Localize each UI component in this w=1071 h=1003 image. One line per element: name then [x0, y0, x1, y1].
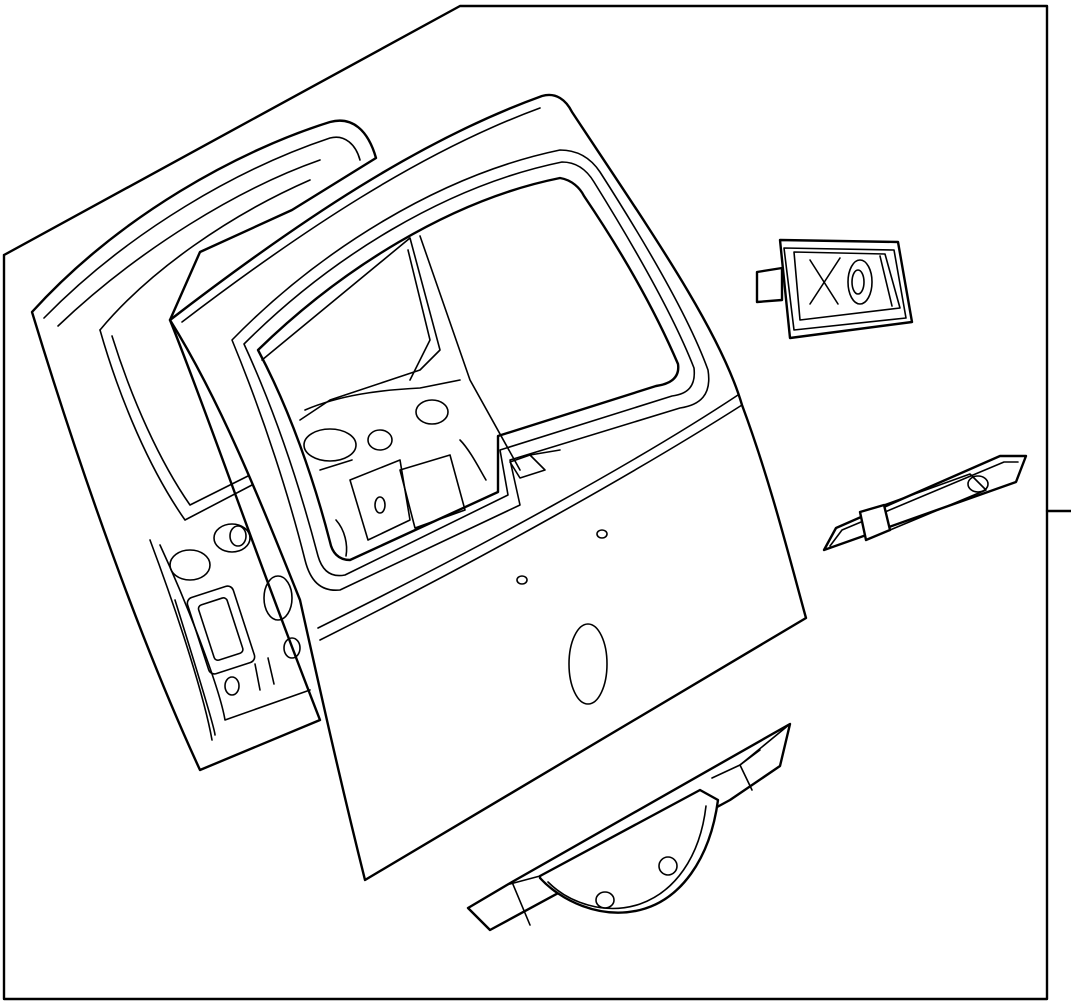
liftgate-outer-shell [168, 93, 808, 882]
lower-handle-trim [466, 722, 792, 932]
diagram-frame [2, 4, 1071, 1001]
high-mount-brake-lamp [822, 454, 1028, 552]
liftgate-inner-panel [30, 119, 378, 772]
license-lamp-housing [755, 238, 914, 340]
